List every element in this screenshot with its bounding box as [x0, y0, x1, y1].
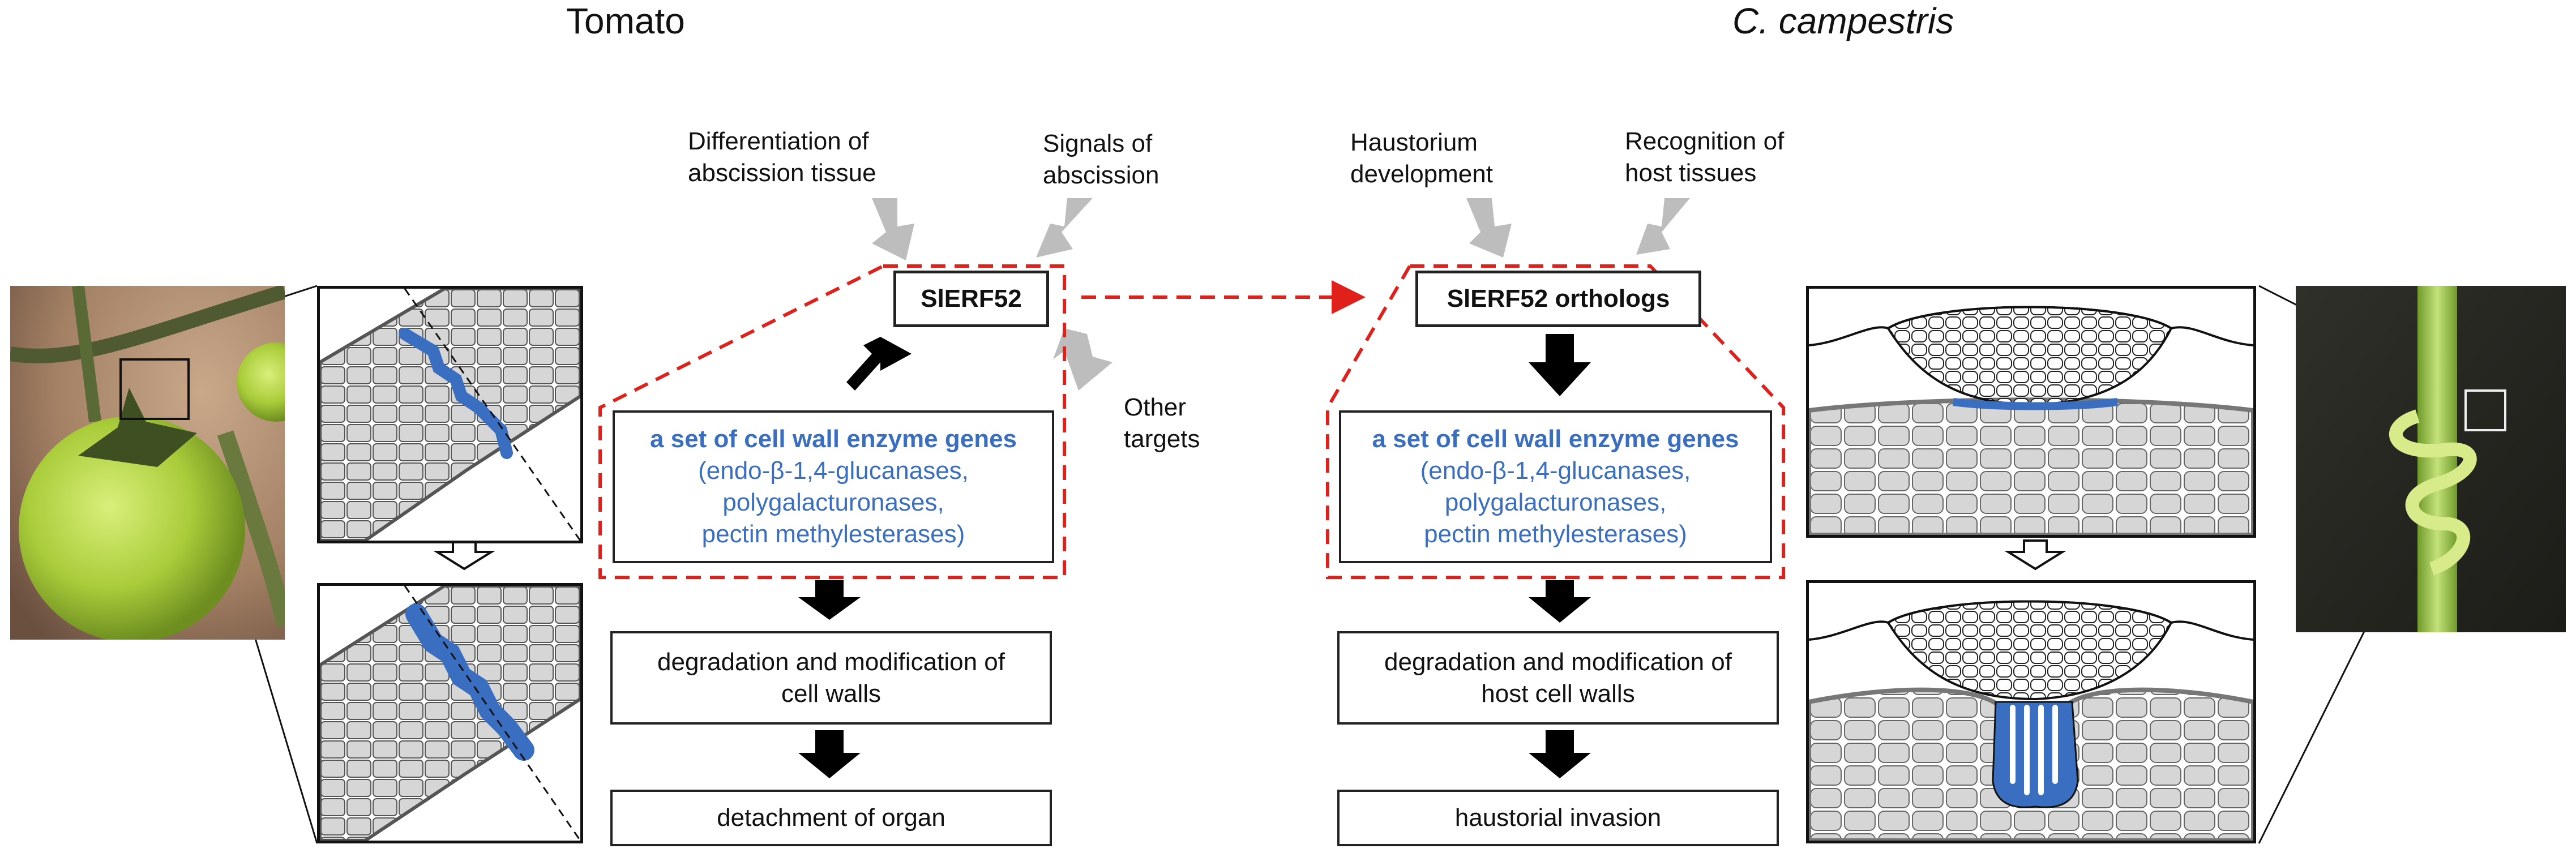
detachment-box: detachment of organ — [610, 790, 1052, 846]
invasion-box: haustorial invasion — [1337, 790, 1779, 846]
other-targets-label: Other targets — [1124, 393, 1200, 453]
dodder-photo — [2296, 286, 2566, 632]
black-arrow-degradation-to-invasion — [1529, 730, 1591, 778]
black-arrow-regulator-to-genes-right — [1529, 334, 1591, 396]
genes-box-left: a set of cell wall enzyme genes (endo-β-… — [613, 410, 1054, 563]
dodder-title: C. campestris — [1732, 1, 1954, 41]
genes-head-right: a set of cell wall enzyme genes — [1372, 425, 1739, 453]
haustorium-panel-after — [1806, 580, 2256, 843]
degradation-box-right: degradation and modification of host cel… — [1337, 631, 1779, 725]
black-arrow-genes-to-degradation-left — [798, 580, 861, 620]
hollow-arrow-tomato-panels — [433, 539, 495, 571]
input-label-signals: Signals of abscission — [1043, 130, 1159, 189]
genes-box-right: a set of cell wall enzyme genes (endo-β-… — [1339, 410, 1772, 563]
invasion-label: haustorial invasion — [1454, 804, 1662, 832]
tomato-title: Tomato — [566, 1, 685, 41]
grey-arrow-differentiation — [872, 198, 914, 260]
regulator-label-left: SlERF52 — [921, 285, 1022, 312]
grey-arrow-haustorium — [1466, 198, 1512, 258]
regulator-label-right: SlERF52 orthologs — [1447, 285, 1670, 312]
genes-head-left: a set of cell wall enzyme genes — [649, 425, 1017, 453]
degradation-box-left: degradation and modification of cell wal… — [610, 631, 1052, 725]
black-arrow-regulator-to-genes-left — [846, 337, 912, 391]
input-label-differentiation: Differentiation of abscission tissue — [688, 127, 876, 187]
black-arrow-degradation-to-detachment — [798, 730, 861, 778]
input-label-recognition: Recognition of host tissues — [1625, 127, 1785, 187]
grey-arrow-recognition — [1636, 198, 1690, 255]
hollow-arrow-dodder-panels — [2004, 539, 2066, 571]
degradation-label-left: degradation and modification of cell wal… — [657, 648, 1005, 708]
input-label-haustorium: Haustorium development — [1350, 128, 1493, 188]
black-arrow-genes-to-degradation-right — [1529, 580, 1591, 623]
regulator-box-left: SlERF52 — [893, 271, 1049, 327]
tomato-photo — [10, 286, 285, 640]
detachment-label: detachment of organ — [717, 804, 945, 832]
degradation-label-right: degradation and modification of host cel… — [1384, 648, 1732, 708]
abscission-panel-before — [317, 286, 583, 543]
grey-arrow-other-targets — [1053, 328, 1112, 391]
abscission-panel-after — [317, 583, 583, 843]
genes-list-right: (endo-β-1,4-glucanases, polygalacturonas… — [1420, 457, 1691, 548]
genes-list-left: (endo-β-1,4-glucanases, polygalacturonas… — [698, 457, 969, 548]
regulator-box-right: SlERF52 orthologs — [1415, 271, 1701, 327]
haustorium-panel-before — [1806, 286, 2256, 538]
grey-arrow-signals — [1036, 198, 1093, 258]
